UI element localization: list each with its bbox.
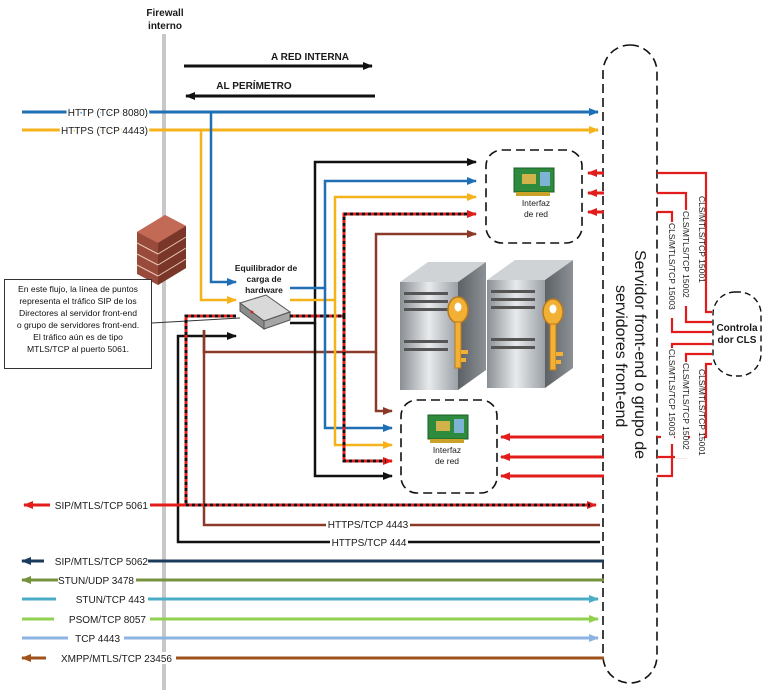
cls-port-label-bg-4 [661,348,674,444]
nic-bottom-boundary [400,399,498,494]
note-line-4: o grupo de servidores front-end. [16,320,140,330]
server-icon-right [487,260,573,388]
black-to-nic-top [290,158,477,325]
cls-port-label-bg-1 [690,195,704,291]
yellow-to-nic-bottom [333,300,393,449]
stun3478-label-bg [58,574,136,586]
http-to-lb [209,112,237,286]
xmpp-label-bg [46,652,176,664]
cls-port-15002-top: CLS/MTLS/TCP 15002 [681,211,691,298]
note-line-6: MTLS/TCP al puerto 5061. [26,344,130,354]
nic-top-label-1: Interfaz [522,198,550,208]
http-label-text: HTTP (TCP 8080) [68,108,148,119]
http-label: HTTP (TCP 8080) [68,108,148,119]
psom-label-bg [54,613,150,625]
sip5062-label: SIP/MTLS/TCP 5062 [55,557,149,568]
lb-label-1: Equilibrador de [235,263,298,273]
nic-top-icon [513,167,555,196]
nic-bottom-label-2: de red [435,456,459,466]
server-icon-left [400,262,486,390]
cls-port-15002-bottom: CLS/MTLS/TCP 15002 [681,363,691,450]
tcp4443-label-bg [68,632,124,644]
https-label-bg: HTTPS (TCP 4443) [61,126,148,137]
cls-controller-label-1: Controla [716,323,758,334]
nic-bottom-icon [427,414,469,443]
sip-dotted-to-nic-bottom-red [342,316,393,465]
sip5062-label-bg [44,555,148,567]
psom-label: PSOM/TCP 8057 [69,615,147,626]
https444-label: HTTPS/TCP 444 [332,538,407,549]
firewall-brick-icon [136,215,187,285]
cls-port-15001-top: CLS/MTLS/TCP 15001 [697,196,707,283]
to-perimeter-label: AL PERÍMETRO [216,79,292,92]
sip-dotted-from-lb-left [184,314,236,505]
sip5061-label: SIP/MTLS/TCP 5061 [55,501,149,512]
nic-top-label-2: de red [524,209,548,219]
server-pool-boundary [602,44,658,684]
key-icon-left [447,296,469,369]
firewall-label-2: interno [148,21,182,32]
lb-label-3: hardware [245,285,283,295]
stun3478-label: STUN/UDP 3478 [58,576,134,587]
server-pool-label-2: servidores front-end [612,285,629,427]
https-label: HTTPS (TCP 4443) [61,126,148,137]
tcp4443-label: TCP 4443 [75,634,120,645]
note-line-5: El tráfico aún es de tipo [33,332,123,342]
note-line-1: En este flujo, la línea de puntos [18,284,138,294]
firewall-label: Firewall [146,8,183,19]
stun443-label: STUN/TCP 443 [76,595,146,606]
note-line-3: Directores al servidor front-end [19,308,137,318]
blue-to-nic-bottom [323,288,393,432]
cls-inbound-arrows-bottom [500,433,604,480]
cls-port-15001-bottom: CLS/MTLS/TCP 15001 [697,369,707,456]
cls-port-label-bg-5 [675,362,688,458]
https4443-label: HTTPS/TCP 4443 [328,520,409,531]
yellow-to-nic-top [290,193,477,302]
cls-controller-label-2: dor CLS [718,335,757,346]
https4443-label-bg [326,518,410,531]
cls-bracket-15001 [657,171,712,314]
cls-port-label-bg-6 [690,368,704,464]
stun443-label-bg [56,593,148,605]
to-internal-label: A RED INTERNA [271,52,349,63]
cls-port-15003-top: CLS/MTLS/TCP 15003 [667,223,677,310]
note-connector [151,317,241,324]
key-icon-right [542,298,564,371]
nic-bottom-label-1: Interfaz [433,445,461,455]
server-pool-label: Servidor front-end o grupo de [631,250,648,459]
black-to-nic-bottom [313,323,393,480]
brown-https4443-path [202,330,600,527]
blue-to-nic-top [290,177,477,290]
cls-controller-boundary [712,291,762,377]
cls-port-15003-bottom: CLS/MTLS/TCP 15003 [667,349,677,436]
note-line-2: representa el tráfico SIP de los [19,296,137,306]
sip5061-label-bg [50,499,150,511]
cls-port-label-bg-3 [661,222,674,318]
brown-to-nic-bottom [374,352,393,415]
https444-label-bg [330,536,408,549]
cls-inbound-arrows-top [587,169,604,216]
lb-label-2: carga de [247,274,282,284]
https-to-lb [199,130,237,304]
xmpp-label: XMPP/MTLS/TCP 23456 [61,654,172,665]
sip-dotted-to-nic-bottom-black [342,316,386,463]
sip-dotted-to-nic-top-black [290,212,470,318]
nic-top-boundary [485,149,583,244]
sip-flow-note: En este flujo, la línea de puntos repres… [4,279,152,369]
sip-dotted-from-lb-left-b [184,314,236,505]
cls-port-label-bg-2 [675,210,688,306]
load-balancer-icon [238,294,292,330]
